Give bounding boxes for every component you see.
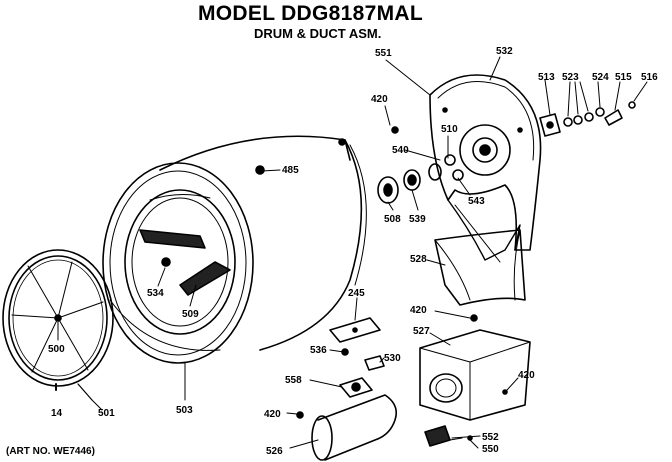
part-label-552: 552 xyxy=(482,432,499,443)
part-label-513: 513 xyxy=(538,72,555,83)
part-label-485: 485 xyxy=(282,165,299,176)
diagram-subtitle: DRUM & DUCT ASM. xyxy=(254,26,382,41)
part-label-526: 526 xyxy=(266,446,283,457)
art-number: (ART NO. WE7446) xyxy=(6,446,95,457)
part-label-501: 501 xyxy=(98,408,115,419)
bracket-plate xyxy=(329,317,381,343)
part-label-527: 527 xyxy=(413,326,430,337)
part-label-516: 516 xyxy=(641,72,658,83)
part-label-245: 245 xyxy=(348,288,365,299)
part-label-500: 500 xyxy=(48,344,65,355)
thermostat xyxy=(339,348,385,398)
part-label-420-bottom: 420 xyxy=(264,409,281,420)
rear-bracket-parts xyxy=(539,101,636,137)
part-label-510: 510 xyxy=(441,124,458,135)
part-label-551: 551 xyxy=(375,48,392,59)
part-label-524: 524 xyxy=(592,72,609,83)
duct-housing xyxy=(419,329,531,421)
part-label-509: 509 xyxy=(182,309,199,320)
part-label-550: 550 xyxy=(482,444,499,455)
drum xyxy=(102,135,367,364)
part-label-420-mid: 420 xyxy=(410,305,427,316)
door-gasket-ring xyxy=(2,249,114,401)
part-label-14: 14 xyxy=(51,408,63,419)
part-label-530: 530 xyxy=(384,353,401,364)
connector-block xyxy=(424,425,473,447)
duct-funnel xyxy=(434,229,526,322)
diagram-title: MODEL DDG8187MAL xyxy=(198,2,423,25)
part-label-523: 523 xyxy=(562,72,579,83)
part-label-539: 539 xyxy=(409,214,426,225)
part-label-503: 503 xyxy=(176,405,193,416)
part-label-534: 534 xyxy=(147,288,164,299)
part-label-515: 515 xyxy=(615,72,632,83)
part-label-420-top: 420 xyxy=(371,94,388,105)
leader-lines xyxy=(57,56,648,449)
part-label-558: 558 xyxy=(285,375,302,386)
part-label-508: 508 xyxy=(384,214,401,225)
part-label-420-right: 420 xyxy=(518,370,535,381)
part-label-532: 532 xyxy=(496,46,513,57)
part-label-543: 543 xyxy=(468,196,485,207)
heater-cylinder xyxy=(296,394,398,461)
part-label-540: 540 xyxy=(392,145,409,156)
part-label-528: 528 xyxy=(410,254,427,265)
rear-drum-head xyxy=(429,74,542,263)
part-label-536: 536 xyxy=(310,345,327,356)
